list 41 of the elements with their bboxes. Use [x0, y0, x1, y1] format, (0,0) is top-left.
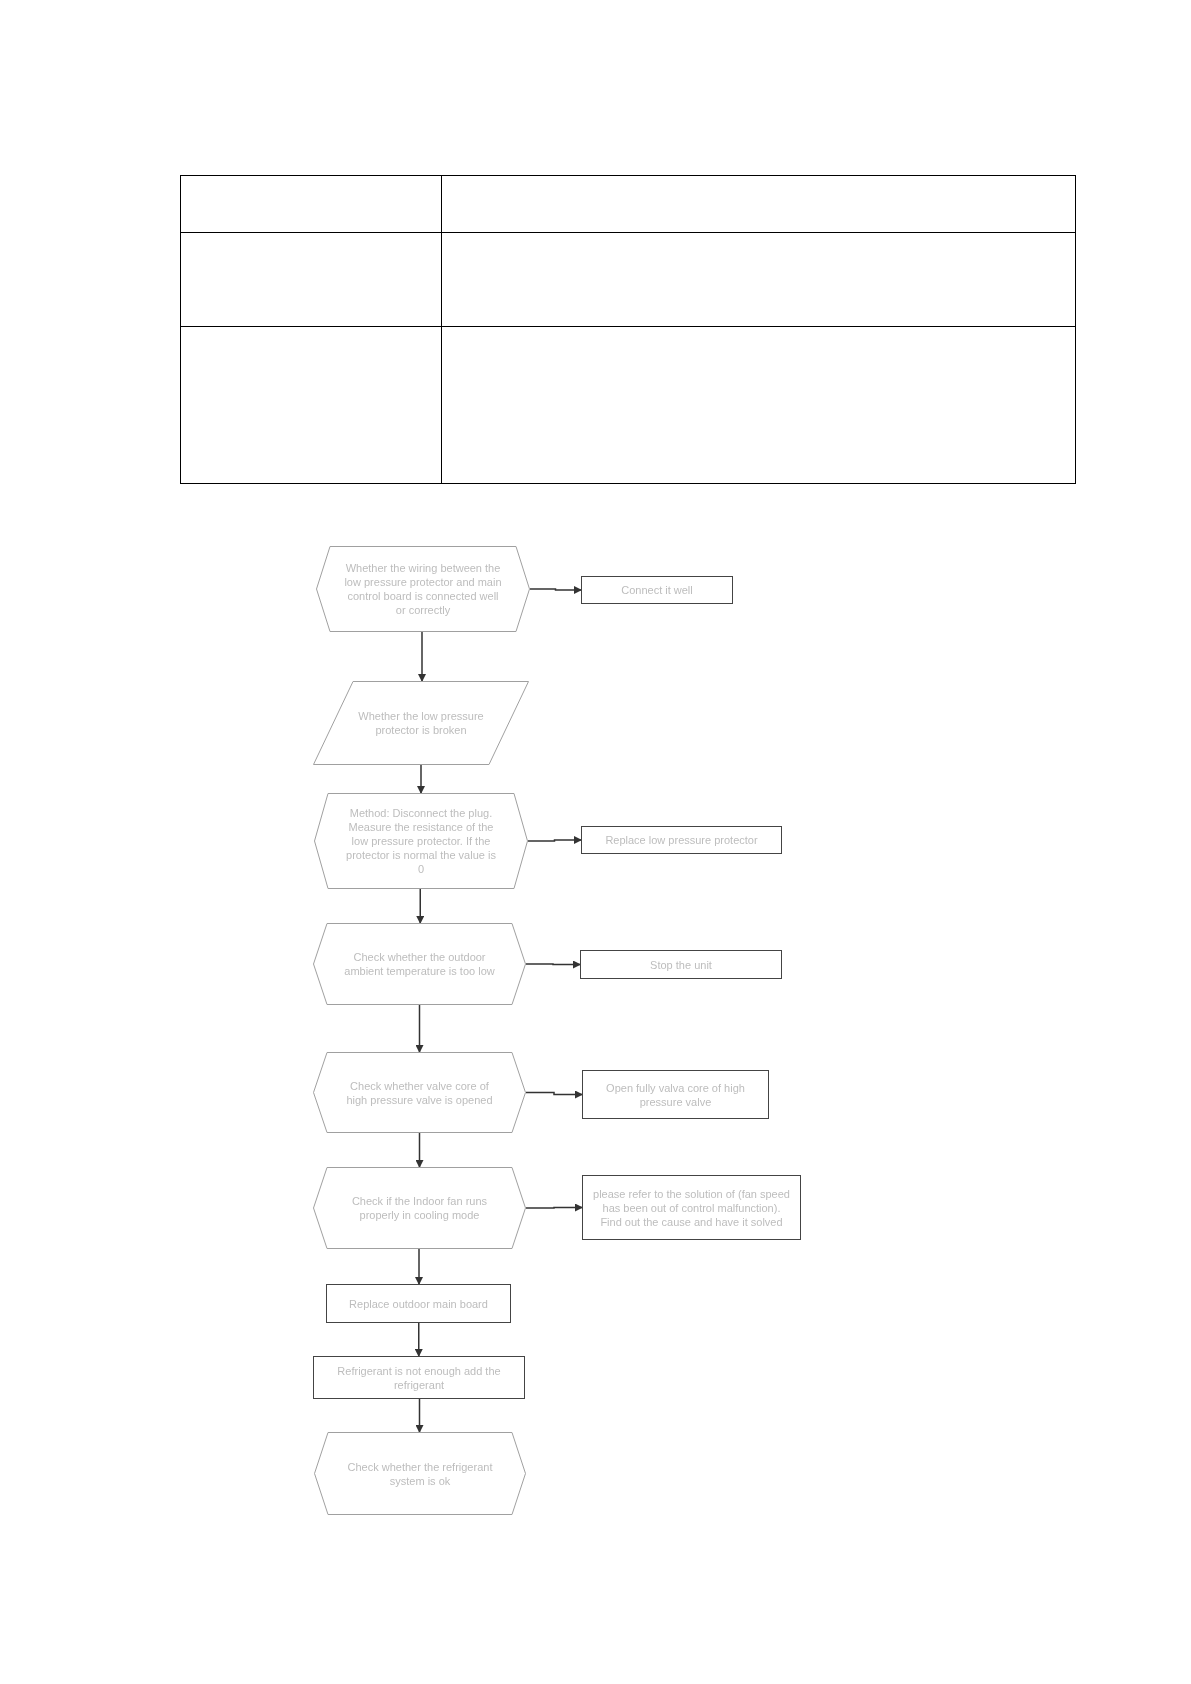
decision-hexagon — [314, 1432, 526, 1515]
arrow — [415, 1248, 423, 1285]
node-text: Connect it well — [621, 583, 693, 597]
arrow — [525, 1090, 583, 1099]
decision-hexagon — [313, 923, 526, 1005]
arrow — [414, 1322, 423, 1357]
node-text: Stop the unit — [650, 957, 712, 972]
input-parallelogram — [313, 681, 529, 765]
node-text: please refer to the solution of (fan speed has been out of control malfunction). Find out the cause and have it solved — [592, 1186, 791, 1229]
node-text: Whether the low pressure protector is broken — [357, 709, 485, 737]
arrow — [417, 764, 425, 794]
node-text: Whether the wiring between the low pressure protector and main control board is connected well or correctly — [344, 561, 502, 617]
arrow — [415, 1398, 424, 1433]
decision-hexagon — [313, 1052, 526, 1133]
arrow — [418, 631, 426, 682]
arrow — [415, 1132, 424, 1168]
arrow — [529, 586, 582, 594]
arrow — [415, 1004, 424, 1053]
node-text: Replace low pressure protector — [605, 833, 758, 847]
node-text: Method: Disconnect the plug. Measure the resistance of the low pressure protector. If the protector is normal the value is 0 — [345, 806, 497, 876]
node-text: Check whether the outdoor ambient temperature is too low — [343, 950, 496, 978]
node-text: Check if the Indoor fan runs properly in cooling mode — [350, 1194, 489, 1222]
decision-hexagon — [314, 793, 528, 889]
process-box — [326, 1284, 511, 1323]
process-box — [581, 576, 733, 604]
process-box — [581, 826, 782, 854]
decision-hexagon — [316, 546, 530, 632]
process-box — [582, 1070, 769, 1119]
arrow — [527, 836, 582, 844]
process-box — [313, 1356, 525, 1399]
arrow — [416, 888, 425, 924]
node-text: Check whether the refrigerant system is ok — [346, 1459, 494, 1488]
arrow — [525, 960, 581, 969]
process-box — [580, 950, 782, 979]
node-text: Replace outdoor main board — [349, 1296, 488, 1311]
process-box — [582, 1175, 801, 1240]
arrow — [525, 1203, 583, 1212]
node-text: Refrigerant is not enough add the refrigerant — [336, 1363, 502, 1392]
node-text: Check whether valve core of high pressure valve is opened — [345, 1078, 494, 1107]
node-text: Open fully valva core of high pressure valve — [605, 1080, 746, 1109]
decision-hexagon — [313, 1167, 526, 1249]
